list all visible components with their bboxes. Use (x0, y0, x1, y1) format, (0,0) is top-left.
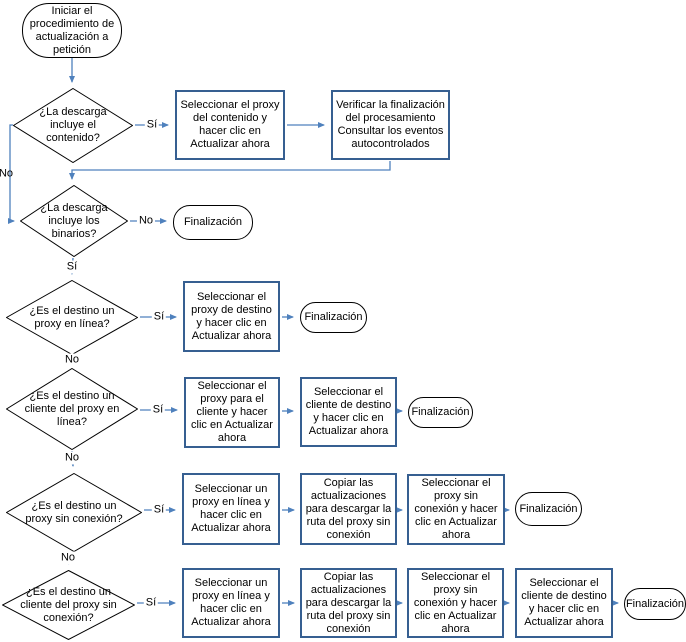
decision-label: ¿Es el destino un proxy sin conexión? (25, 499, 123, 525)
end-node-1: Finalización (173, 205, 253, 240)
diamond-shape (20, 185, 128, 257)
branch-label-no-2: No (136, 214, 156, 228)
process-select-online-proxy-1: Seleccionar un proxy en línea y hacer cl… (182, 473, 280, 545)
end-node-label: Finalización (183, 216, 243, 228)
process-label: Seleccionar el proxy de destino y hacer … (191, 290, 272, 342)
decision-label: ¿Es el destino un proxy en línea? (29, 304, 115, 330)
process-select-dest-proxy: Seleccionar el proxy de destino y hacer … (183, 281, 280, 352)
process-label: Seleccionar el proxy para el cliente y h… (191, 380, 273, 444)
end-node-3: Finalización (408, 397, 473, 428)
process-select-dest-client: Seleccionar el cliente de destino y hace… (300, 377, 397, 447)
branch-label-yes-2: Sí (64, 260, 80, 274)
branch-label-no-1: No (0, 167, 14, 180)
branch-label-no-3: No (62, 353, 82, 367)
decision-dest-offline-proxy-client: ¿Es el destino un cliente del proxy sin … (2, 570, 135, 640)
end-node-label: Finalización (411, 406, 470, 418)
process-select-offline-proxy-1: Seleccionar el proxy sin conexión y hace… (407, 474, 505, 545)
decision-label: ¿Es el destino un cliente del proxy sin … (20, 585, 117, 624)
start-node-label: Iniciar el procedimiento de actualizació… (29, 4, 115, 56)
diamond-shape (6, 368, 138, 450)
process-copy-updates-1: Copiar las actualizaciones para descarga… (300, 473, 397, 545)
process-label: Seleccionar un proxy en línea y hacer cl… (191, 577, 271, 628)
decision-label: ¿Es el destino un cliente del proxy en l… (24, 389, 120, 428)
end-node-4: Finalización (515, 492, 582, 526)
process-select-offline-proxy-2: Seleccionar el proxy sin conexión y hace… (407, 568, 504, 638)
end-node-5: Finalización (624, 588, 686, 620)
process-select-proxy-for-client: Seleccionar el proxy para el cliente y h… (184, 377, 280, 448)
decision-download-binaries: ¿La descarga incluye los binarios? (20, 185, 128, 257)
decision-dest-online-proxy: ¿Es el destino un proxy en línea? (6, 280, 138, 355)
process-label: Seleccionar el cliente de destino y hace… (521, 577, 607, 628)
decision-dest-offline-proxy: ¿Es el destino un proxy sin conexión? (6, 473, 142, 552)
decision-download-content: ¿La descarga incluye el contenido? (13, 88, 133, 163)
branch-label-yes-5: Sí (151, 503, 167, 517)
end-node-label: Finalización (519, 502, 578, 515)
process-select-content-proxy: Seleccionar el proxy del contenido y hac… (175, 90, 285, 160)
process-select-online-proxy-2: Seleccionar un proxy en línea y hacer cl… (182, 568, 280, 638)
process-label: Copiar las actualizaciones para descarga… (305, 476, 392, 541)
branch-label-yes-3: Sí (151, 310, 167, 324)
process-select-dest-client-2: Seleccionar el cliente de destino y hace… (515, 568, 613, 638)
process-copy-updates-2: Copiar las actualizaciones para descarga… (300, 568, 397, 638)
process-label: Seleccionar el proxy del contenido y hac… (180, 99, 280, 150)
process-label: Seleccionar el cliente de destino y hace… (305, 386, 392, 437)
diamond-shape (13, 88, 133, 163)
process-verify-processing: Verificar la finalización del procesamie… (331, 90, 450, 160)
process-label: Seleccionar el proxy sin conexión y hace… (414, 477, 498, 541)
decision-label: ¿La descarga incluye el contenido? (39, 106, 107, 144)
process-label: Seleccionar un proxy en línea y hacer cl… (191, 483, 271, 534)
branch-label-yes-1: Sí (144, 118, 160, 132)
start-node: Iniciar el procedimiento de actualizació… (22, 3, 122, 58)
branch-label-yes-6: Sí (143, 596, 159, 610)
end-node-label: Finalización (625, 597, 685, 610)
process-label: Copiar las actualizaciones para descarga… (305, 570, 392, 635)
end-node-label: Finalización (304, 311, 363, 323)
branch-label-no-4: No (62, 451, 82, 465)
decision-dest-online-proxy-client: ¿Es el destino un cliente del proxy en l… (6, 368, 138, 450)
process-label: Seleccionar el proxy sin conexión y hace… (413, 570, 498, 635)
branch-label-no-5: No (58, 551, 78, 565)
decision-label: ¿La descarga incluye los binarios? (40, 201, 108, 240)
diamond-shape (2, 570, 135, 640)
branch-label-yes-4: Sí (150, 403, 166, 417)
end-node-2: Finalización (300, 302, 367, 333)
process-label: Verificar la finalización del procesamie… (336, 99, 445, 150)
